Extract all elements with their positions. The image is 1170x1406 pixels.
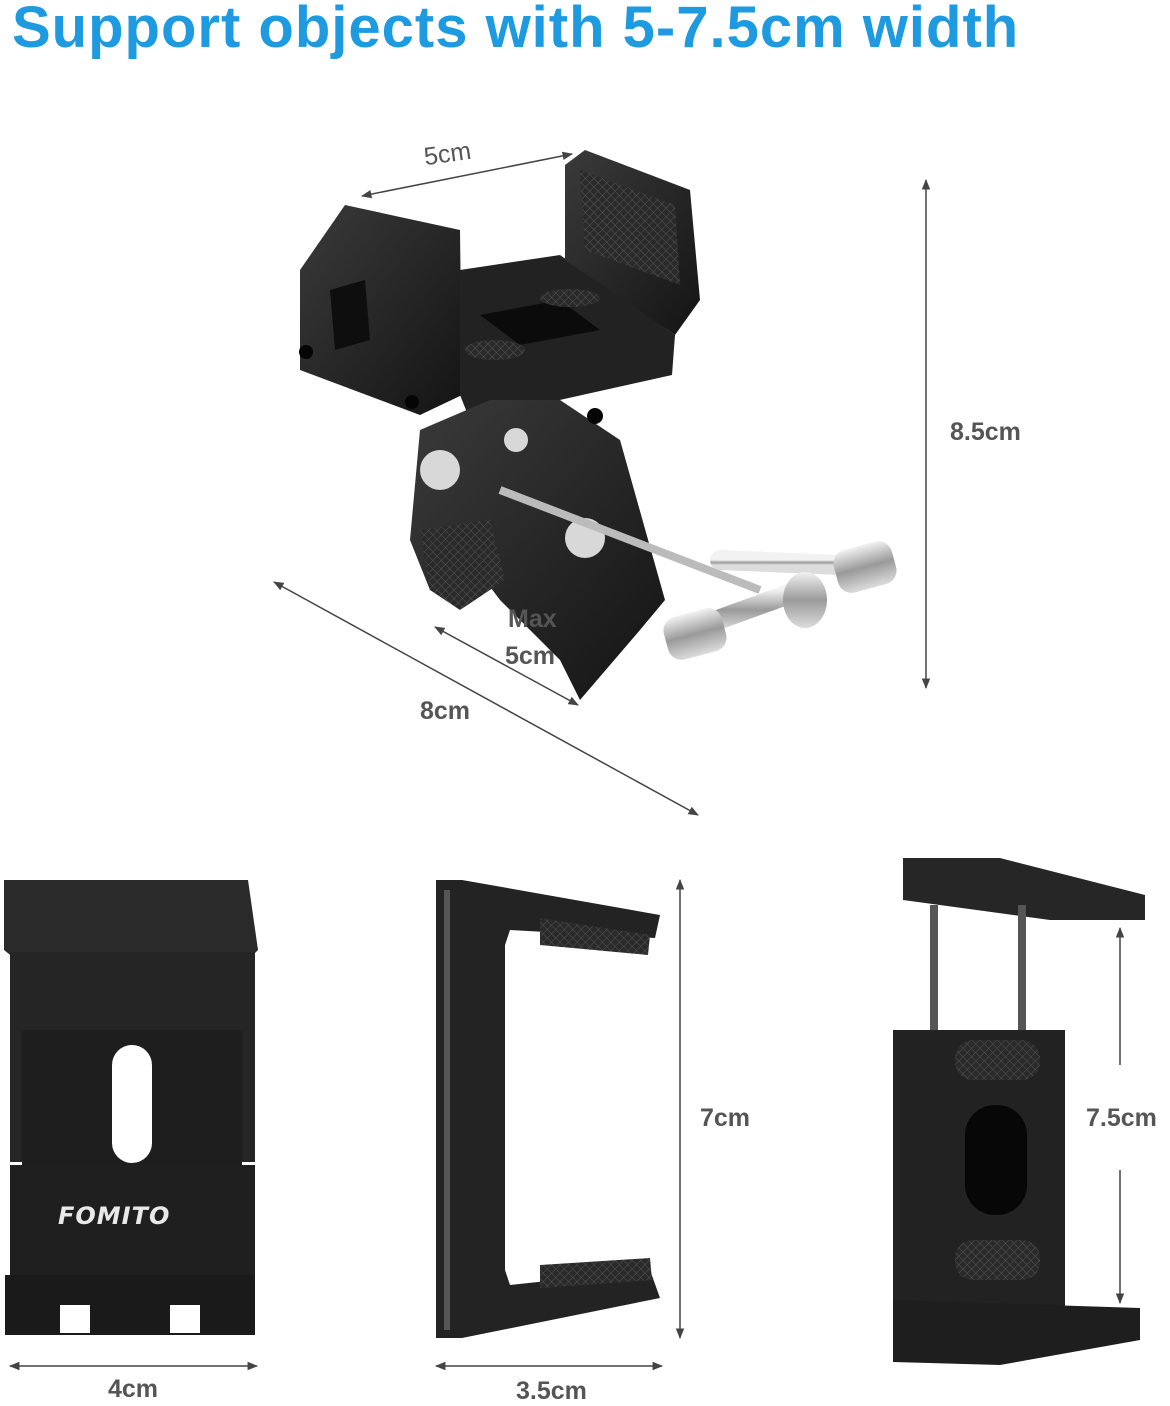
clamp-max-label-line1: Max [508, 605, 557, 633]
height-label: 8.5cm [950, 418, 1021, 446]
front-width-label: 4cm [108, 1375, 159, 1403]
top-width-arrow [360, 151, 574, 199]
depth-label: 8cm [420, 697, 471, 725]
open-height-label: 7.5cm [1086, 1104, 1157, 1132]
side-width-label: 3.5cm [516, 1377, 587, 1405]
front-view-holder [4, 880, 258, 1335]
clamp-max-arrow [434, 626, 579, 706]
brand-logo: FOMITO [58, 1202, 171, 1230]
side-height-label: 7cm [700, 1104, 751, 1132]
side-view-holder [436, 880, 660, 1338]
extended-view-holder [893, 858, 1145, 1365]
headline: Support objects with 5-7.5cm width [12, 0, 1020, 60]
clamp-max-label-line2: 5cm [505, 642, 556, 670]
clamp-mount-product [299, 150, 897, 700]
